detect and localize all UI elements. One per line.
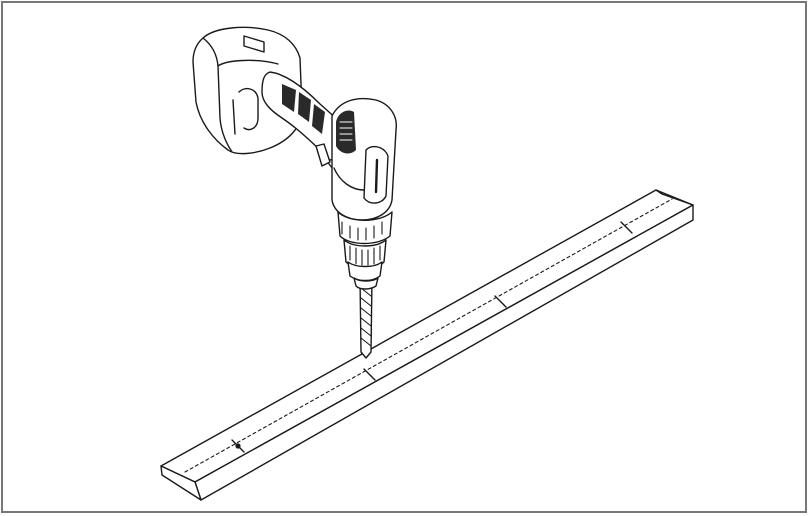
rail-mark-1-dot [235, 443, 241, 449]
rail-mark-3 [494, 295, 507, 308]
vent-grille-icon [336, 110, 356, 154]
rail-centerline [184, 198, 673, 473]
drill-bit [359, 277, 373, 359]
drill-clutch [337, 211, 393, 245]
rail-mark-2 [363, 368, 376, 381]
wooden-rail [160, 189, 694, 501]
rail-end-cap [160, 465, 202, 501]
drill-chuck [343, 239, 387, 290]
rail-front-side [194, 204, 694, 501]
rail-mark-4 [620, 221, 633, 234]
drill-motor-housing [331, 97, 397, 221]
rail-far-edge [655, 189, 694, 206]
drill-handle [261, 71, 347, 179]
cordless-drill [192, 26, 397, 290]
battery-pack [192, 26, 303, 155]
